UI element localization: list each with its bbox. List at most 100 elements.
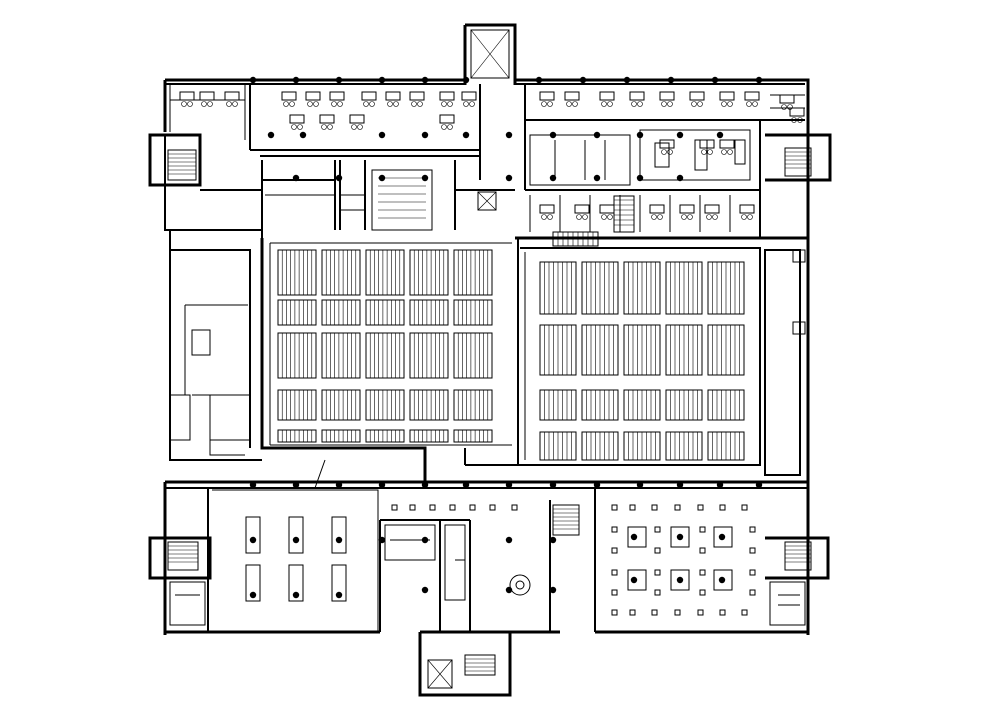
chair (721, 101, 727, 107)
study-tables (245, 516, 733, 602)
chair (291, 124, 297, 130)
workstation (599, 204, 615, 214)
column (267, 131, 275, 139)
fixture (611, 609, 618, 616)
workstation (361, 91, 377, 101)
chair (572, 101, 578, 107)
stacks-area (169, 230, 810, 484)
chair (601, 214, 607, 220)
chair (687, 214, 693, 220)
column (579, 76, 587, 84)
column (421, 131, 429, 139)
workstation (744, 91, 760, 101)
column (505, 174, 513, 182)
chair (691, 101, 697, 107)
workstation (305, 91, 321, 101)
chair (607, 214, 613, 220)
chair (369, 101, 375, 107)
column (630, 533, 638, 541)
workstation (679, 204, 695, 214)
fixture (674, 504, 681, 511)
shelf-block (453, 249, 493, 296)
workstation (385, 91, 401, 101)
chair (313, 101, 319, 107)
fixture (699, 569, 706, 576)
shelf-block (365, 249, 405, 296)
column (667, 76, 675, 84)
chair (721, 149, 727, 155)
shelf-block (409, 299, 449, 326)
meeting-table (654, 142, 670, 168)
column (636, 174, 644, 182)
chair (181, 101, 187, 107)
chair (566, 101, 572, 107)
workstation (739, 204, 755, 214)
fixture (489, 504, 496, 511)
fixture (741, 504, 748, 511)
column (549, 586, 557, 594)
chair (441, 101, 447, 107)
shelf-block (277, 249, 317, 296)
chair (651, 214, 657, 220)
workstation (564, 91, 580, 101)
workstation (409, 91, 425, 101)
chair (667, 149, 673, 155)
column (421, 174, 429, 182)
chair (752, 101, 758, 107)
shelf-block (453, 389, 493, 421)
column (335, 591, 343, 599)
chair (201, 101, 207, 107)
column (335, 174, 343, 182)
chair (791, 117, 797, 123)
display-case (627, 526, 647, 548)
shelf-block (277, 389, 317, 421)
fixture (611, 526, 618, 533)
workstation (719, 139, 735, 149)
display-case (670, 569, 690, 591)
workstation (461, 91, 477, 101)
south-wing (148, 459, 830, 697)
display-case (670, 526, 690, 548)
column (593, 174, 601, 182)
workstation (649, 204, 665, 214)
fixture (629, 504, 636, 511)
fixture (654, 569, 661, 576)
fixture (699, 589, 706, 596)
chair (712, 214, 718, 220)
chair (697, 101, 703, 107)
chair (351, 124, 357, 130)
column (535, 76, 543, 84)
chair (607, 101, 613, 107)
workstation (329, 91, 345, 101)
chair (781, 104, 787, 110)
chair (331, 101, 337, 107)
column (716, 131, 724, 139)
chair (447, 124, 453, 130)
workstation (789, 107, 805, 117)
chair (576, 214, 582, 220)
shelf-block (321, 249, 361, 296)
study-table (331, 564, 347, 602)
chair (631, 101, 637, 107)
fixture (651, 504, 658, 511)
fixture (611, 504, 618, 511)
column (505, 131, 513, 139)
chair (327, 124, 333, 130)
workstation (199, 91, 215, 101)
chair (417, 101, 423, 107)
column (378, 174, 386, 182)
column (249, 591, 257, 599)
column (292, 76, 300, 84)
shelf-block (277, 332, 317, 379)
chair (667, 101, 673, 107)
column (421, 586, 429, 594)
meeting-table (734, 139, 746, 165)
shelf-block (409, 249, 449, 296)
fixture (697, 609, 704, 616)
column (549, 536, 557, 544)
shelf-block (277, 299, 317, 326)
shelf-block (365, 332, 405, 379)
chair (547, 214, 553, 220)
chair (746, 101, 752, 107)
small-fixtures (391, 504, 756, 616)
